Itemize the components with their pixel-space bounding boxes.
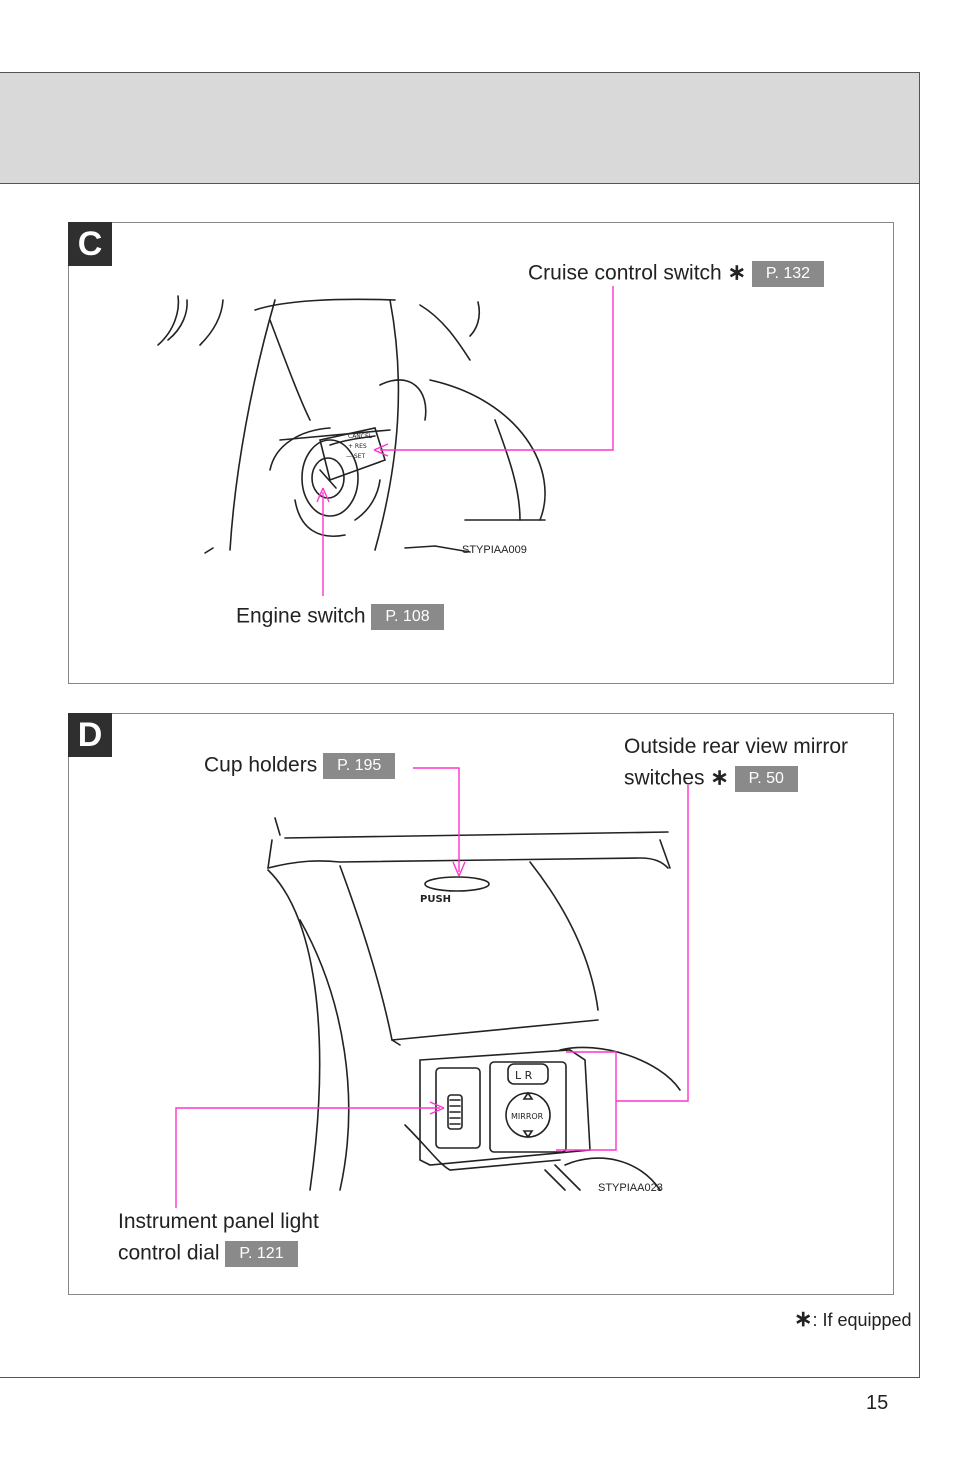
cruise-control-label: Cruise control switch ∗ P. 132 [528,259,825,287]
figure-code-c: STYPIAA009 [462,544,527,556]
dial-label-text: control dial [118,1241,220,1265]
lr-label: L R [515,1069,533,1082]
steering-column-illustration: CANCEL + RES — SET STYPIAA009 [157,286,614,596]
engine-switch-label: Engine switch P. 108 [236,604,444,630]
page-border-bottom [0,1377,920,1378]
dial-label-line1: Instrument panel light [118,1210,319,1233]
push-label: PUSH [420,894,451,905]
cup-holders-page-ref[interactable]: P. 195 [323,753,396,779]
lever-label-cancel: CANCEL [348,433,373,440]
if-equipped-mark: ∗ [727,259,747,285]
lever-label-res: + RES [348,443,367,450]
page-border-right [919,72,920,1378]
if-equipped-mark: ∗ [710,764,729,790]
mirror-switch-text: switches [624,766,705,790]
page-number: 15 [866,1392,889,1414]
engine-switch-page-ref[interactable]: P. 108 [371,604,444,630]
footnote-mark: ∗ [794,1306,813,1331]
mirror-switch-page-ref[interactable]: P. 50 [734,766,798,792]
mirror-switch-label-line1: Outside rear view mirror [624,735,849,758]
footnote-text: : If equipped [812,1310,912,1330]
engine-switch-text: Engine switch [236,604,366,628]
center-console-illustration: PUSH L R MIRROR STYPIAA023 [175,767,689,1208]
lever-label-set: — SET [346,453,366,460]
figure-code-d: STYPIAA023 [598,1182,663,1194]
section-d-panel [68,713,894,1295]
section-c-panel [68,222,894,684]
callout-lines-c [316,286,614,596]
section-c-tag: C [68,222,112,266]
footnote: ∗: If equipped [794,1306,912,1332]
dial-page-ref[interactable]: P. 121 [225,1241,298,1267]
header-band [0,72,920,184]
cruise-control-page-ref[interactable]: P. 132 [751,261,825,287]
mirror-switch-label-line2: switches ∗ P. 50 [624,766,798,792]
cruise-control-text: Cruise control switch [528,261,722,285]
cup-holders-text: Cup holders [204,753,318,777]
callout-lines-d [175,767,689,1208]
mirror-button-label: MIRROR [511,1112,544,1121]
cup-holders-label: Cup holders P. 195 [204,753,396,779]
section-d-tag: D [68,713,112,757]
dial-label-line2: control dial P. 121 [118,1241,298,1267]
